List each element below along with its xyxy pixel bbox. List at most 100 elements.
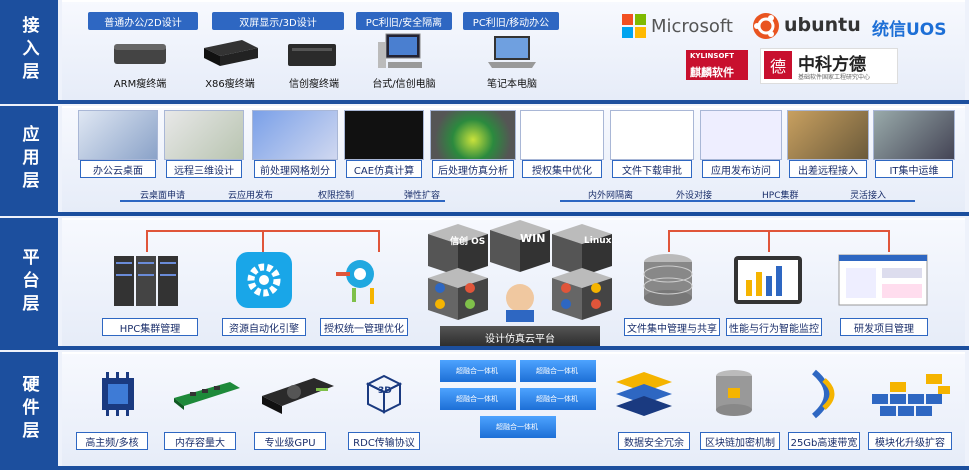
platform-project-label: 研发项目管理 (840, 318, 928, 336)
uos-logo-text: 统信UOS (872, 20, 947, 40)
feature-desktop-request: 云桌面申请 (140, 191, 186, 201)
platform-center-label: 设计仿真云平台 (440, 326, 600, 348)
hpc-server-rack-icon (114, 256, 178, 306)
app-label-remote3d: 远程三维设计 (166, 160, 242, 178)
hw-security-label: 数据安全冗余 (618, 432, 690, 450)
ubuntu-logo-text: ubuntu (784, 14, 861, 36)
feature-peripheral: 外设对接 (676, 191, 713, 201)
platform-hpc-label: HPC集群管理 (102, 318, 198, 336)
server-label-2: 超融合一体机 (536, 367, 578, 375)
platform-license-label: 授权统一管理优化 (320, 318, 408, 336)
app-label-cae: CAE仿真计算 (346, 160, 422, 178)
gear-icon (236, 252, 292, 308)
memory-stick-icon (174, 382, 240, 410)
app-remote-access-thumb (787, 110, 869, 160)
app-label-office: 办公云桌面 (80, 160, 156, 178)
server-label-5: 超融合一体机 (496, 423, 538, 431)
project-dashboard-icon (838, 254, 928, 306)
layer-title-hardware: 硬件层 (0, 352, 58, 466)
app-label-it-ops: IT集中运维 (875, 160, 953, 178)
server-label-1: 超融合一体机 (456, 367, 498, 375)
kylin-logo-cn: 麒麟软件 (690, 66, 734, 79)
connector-drop (262, 230, 264, 252)
connector-drop (378, 230, 380, 252)
layer-title-application: 应用层 (0, 106, 58, 212)
laptop-icon (488, 36, 536, 68)
app-download-thumb (610, 110, 694, 160)
server-label-4: 超融合一体机 (536, 395, 578, 403)
connector-drop (768, 230, 770, 252)
hw-cpu-label: 高主频/多核 (76, 432, 148, 450)
cpu-chip-icon (102, 372, 134, 416)
device-xinchuang-caption: 信创瘦终端 (289, 79, 339, 90)
modular-blocks-icon (872, 374, 950, 416)
ubuntu-logo-icon (753, 13, 779, 39)
app-mesh-thumb (252, 110, 338, 160)
separator-bottom (0, 466, 969, 470)
app-remote3d-thumb (164, 110, 244, 160)
xinchuang-thin-client-icon (288, 44, 336, 66)
x86-thin-client-icon (204, 40, 258, 66)
hw-blockchain-label: 区块链加密机制 (700, 432, 780, 450)
os-linux-label: Linux (584, 236, 612, 246)
feature-elastic: 弹性扩容 (404, 191, 441, 201)
arm-thin-client-icon (114, 44, 166, 64)
hw-rdc-label: RDC传输协议 (348, 432, 420, 450)
database-icon (643, 254, 693, 306)
hyperconverged-servers (440, 360, 600, 440)
app-label-post: 后处理仿真分析 (432, 160, 514, 178)
platform-monitor-label: 性能与行为智能监控 (726, 318, 822, 336)
connector-app-right (560, 200, 915, 202)
rdc-3d-cube-icon (365, 374, 403, 414)
feature-app-publish: 云应用发布 (228, 191, 274, 201)
kylin-logo (686, 50, 748, 80)
hw-bandwidth-label: 25Gb高速带宽 (788, 432, 860, 450)
os-cubes-cluster (428, 220, 612, 322)
monitor-chart-icon (734, 256, 802, 304)
connector-drop (888, 230, 890, 252)
app-it-ops-thumb (873, 110, 955, 160)
connector-app-left (120, 200, 445, 202)
zkfd-emblem-icon: 德 (764, 51, 792, 79)
app-office-thumb (78, 110, 158, 160)
access-header-dual: 双屏显示/3D设计 (212, 12, 344, 30)
server-label-3: 超融合一体机 (456, 395, 498, 403)
app-license-thumb (520, 110, 604, 160)
app-label-license: 授权集中优化 (522, 160, 602, 178)
access-header-office: 普通办公/2D设计 (88, 12, 198, 30)
connector-drop (668, 230, 670, 252)
app-label-remote-access: 出差远程接入 (789, 160, 867, 178)
feature-hpc: HPC集群 (762, 191, 799, 201)
feature-permission: 权限控制 (318, 191, 355, 201)
device-laptop-caption: 笔记本电脑 (487, 79, 537, 90)
desktop-pc-icon (378, 33, 422, 68)
app-label-download: 文件下载审批 (612, 160, 692, 178)
app-label-mesh: 前处理网格划分 (254, 160, 336, 178)
hw-modular-label: 模块化升级扩容 (868, 432, 952, 450)
microsoft-logo-icon (622, 14, 646, 38)
kylin-logo-en: KYLINSOFT (690, 52, 734, 60)
connector-drop (146, 230, 148, 252)
blockchain-stack-icon (716, 370, 752, 416)
separator-1 (0, 100, 969, 104)
separator-3 (0, 346, 969, 350)
os-xinchuang-label: 信创 OS (450, 237, 486, 247)
app-publish-thumb (700, 110, 782, 160)
platform-automation-label: 资源自动化引擎 (222, 318, 306, 336)
feature-flexible: 灵活接入 (850, 191, 887, 201)
device-x86-caption: X86瘦终端 (205, 79, 255, 90)
device-desktop-caption: 台式/信创电脑 (372, 79, 436, 90)
license-keys-icon (336, 260, 374, 304)
rdc-3d-text: 3D (378, 386, 392, 396)
access-header-pc-mobile: PC利旧/移动办公 (463, 12, 559, 30)
connector-platform-right (668, 230, 890, 232)
app-post-thumb (430, 110, 516, 160)
platform-file-label: 文件集中管理与共享 (624, 318, 720, 336)
device-arm-caption: ARM瘦终端 (113, 79, 167, 90)
layer-title-platform: 平台层 (0, 218, 58, 346)
os-win-label: WIN (520, 232, 546, 245)
microsoft-logo-text: Microsoft (651, 16, 733, 37)
bandwidth-signal-icon (811, 369, 835, 419)
zkfd-logo-subtitle: 基础软件国家工程研究中心 (798, 74, 871, 81)
